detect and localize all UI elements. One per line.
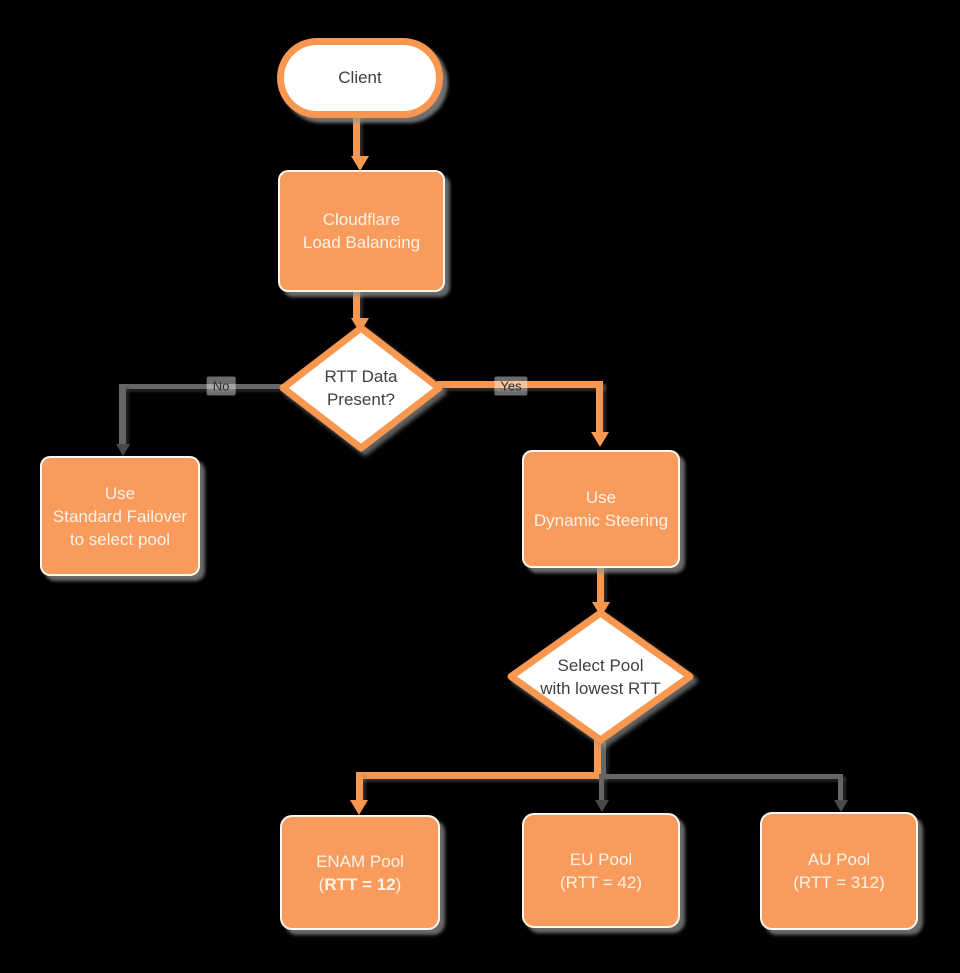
enam-paren-close: ) [395,874,402,894]
edge-select-trunk-gray [601,742,606,777]
arrowhead-down-icon [834,800,848,812]
node-enam-pool-line1: ENAM Pool [316,851,404,871]
edge-yes-horizontal [437,381,603,388]
node-client: Client [277,38,443,118]
enam-paren-open: ( [318,874,325,894]
edge-client-to-lb [353,112,360,158]
node-enam-pool: ENAM Pool (RTT = 12) [280,815,440,930]
node-dynamic-steering-line1: Use [585,488,617,507]
edge-dynamic-to-select [597,564,604,606]
diamond-shape [507,609,694,744]
edge-to-eu-vertical [599,774,604,800]
edge-to-au-vertical [838,774,843,802]
arrowhead-down-icon [351,156,369,171]
node-dynamic-steering: Use Dynamic Steering [522,450,680,568]
node-eu-pool: EU Pool (RTT = 42) [522,813,680,928]
node-standard-failover-line3: to select pool [69,529,171,549]
edge-to-enam-vertical [356,772,363,802]
arrowhead-down-icon [595,800,609,812]
node-select-pool: Select Pool with lowest RTT [504,606,697,747]
node-rtt-decision-line1: RTT Data [324,367,398,386]
node-select-pool-line2: with lowest RTT [540,678,661,698]
arrowhead-down-icon [116,444,130,456]
node-load-balancer: Cloudflare Load Balancing [278,170,445,292]
node-load-balancer-line2: Load Balancing [302,233,421,252]
arrowhead-down-icon [591,432,609,447]
node-client-label: Client [338,68,382,87]
node-eu-pool-line2: (RTT = 42) [559,872,643,892]
diamond-shape [279,324,443,452]
edge-label-yes: Yes [494,376,528,396]
node-au-pool-line1: AU Pool [807,850,871,869]
node-enam-pool-line2: (RTT = 12) [319,873,402,896]
node-load-balancer-line1: Cloudflare [322,210,401,229]
edge-yes-vertical [596,381,603,434]
edge-no-horizontal [121,384,285,389]
arrowhead-down-icon [350,800,368,815]
node-standard-failover-line1: Use [104,483,136,503]
node-standard-failover: Use Standard Failover to select pool [40,456,200,576]
node-rtt-decision-line2: Present? [326,390,396,409]
edge-to-enam-horizontal [356,772,601,779]
node-rtt-decision: RTT Data Present? [276,321,446,455]
node-au-pool: AU Pool (RTT = 312) [760,812,918,930]
node-au-pool-line2: (RTT = 312) [793,873,885,892]
node-dynamic-steering-line2: Dynamic Steering [533,511,669,530]
node-standard-failover-line2: Standard Failover [52,506,188,526]
edge-label-no: No [206,376,236,396]
enam-rtt-value: RTT = 12 [324,874,396,894]
edge-select-trunk-orange [594,736,601,777]
node-eu-pool-line1: EU Pool [569,849,633,869]
edge-lb-to-decision [353,288,360,322]
edge-to-au-horizontal [601,774,843,779]
edge-no-vertical [119,384,126,446]
node-select-pool-line1: Select Pool [557,655,644,675]
